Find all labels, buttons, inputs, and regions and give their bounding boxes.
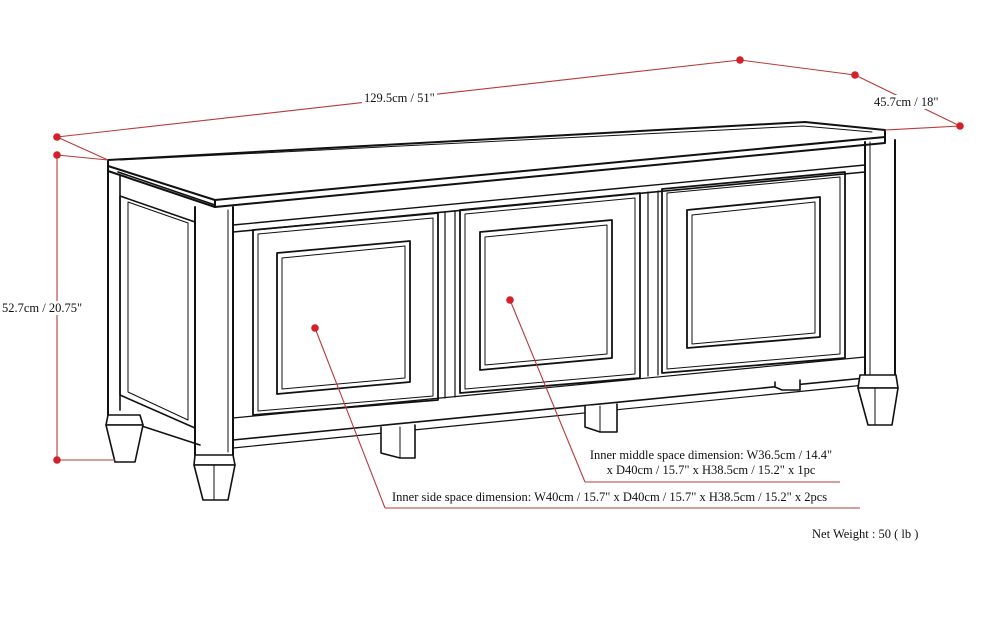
inner-middle-callout: Inner middle space dimension: W36.5cm / … [587,448,835,478]
panel-left [252,212,439,416]
height-dimension-label: 52.7cm / 20.75" [0,301,85,315]
front-frame [232,164,866,449]
back-right-foot [774,379,801,391]
leg-front-right [857,374,899,426]
width-dimension-label: 129.5cm / 51" [362,91,437,105]
net-weight-label: Net Weight : 50 ( lb ) [812,527,919,541]
front-left-post [194,206,234,456]
left-side [107,170,201,446]
dimension-lines [56,59,961,509]
panel-right [661,171,846,374]
inner-middle-line1: Inner middle space dimension: W36.5cm / … [589,448,833,462]
center-foot-front [380,424,416,459]
panel-middle [459,192,641,394]
inner-middle-line2: x D40cm / 15.7" x H38.5cm / 15.2" x 1pc [606,463,816,477]
depth-dimension-label: 45.7cm / 18" [872,95,941,109]
inner-side-callout: Inner side space dimension: W40cm / 15.7… [392,490,828,504]
center-foot-back [584,403,618,433]
leg-front-left [193,454,236,501]
dimension-dots [53,56,964,464]
front-right-post [864,139,896,376]
leg-back-left [105,414,144,463]
bench-top [107,121,886,208]
